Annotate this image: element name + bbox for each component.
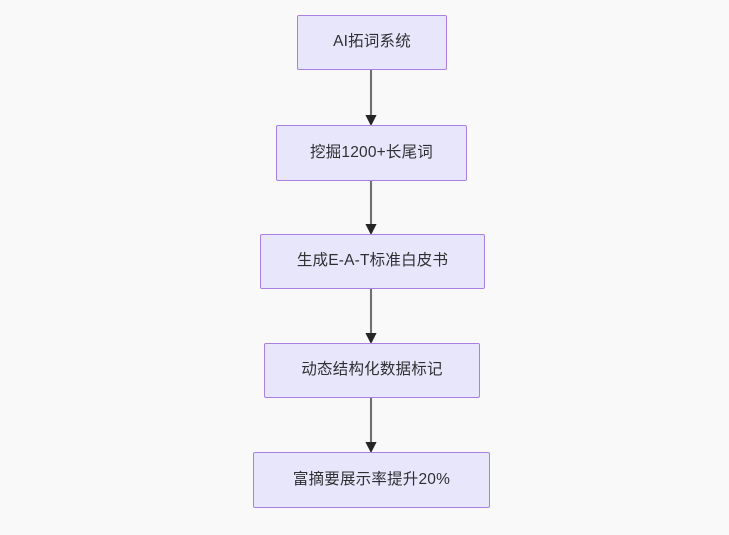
edge-node1-to-node2 <box>365 70 377 126</box>
edge-node2-to-node3 <box>365 181 377 235</box>
flowchart-node-ai-keyword-system[interactable]: AI拓词系统 <box>297 15 447 70</box>
arrowhead-icon <box>365 333 377 344</box>
flowchart-node-structured-data-markup[interactable]: 动态结构化数据标记 <box>264 343 480 398</box>
node-label: 挖掘1200+长尾词 <box>309 143 434 161</box>
edge-node3-to-node4 <box>365 289 377 344</box>
arrowhead-icon <box>365 442 377 453</box>
node-label: 富摘要展示率提升20% <box>292 470 451 488</box>
edge-node4-to-node5 <box>365 398 377 453</box>
flowchart-node-eat-whitepaper[interactable]: 生成E-A-T标准白皮书 <box>260 234 485 289</box>
flowchart-node-longtail-mining[interactable]: 挖掘1200+长尾词 <box>276 125 467 181</box>
arrowhead-icon <box>365 224 377 235</box>
node-label: 生成E-A-T标准白皮书 <box>296 252 449 270</box>
flowchart-node-rich-snippet-result[interactable]: 富摘要展示率提升20% <box>253 452 490 508</box>
node-label: 动态结构化数据标记 <box>301 361 443 379</box>
arrowhead-icon <box>365 115 377 126</box>
node-label: AI拓词系统 <box>333 33 411 51</box>
